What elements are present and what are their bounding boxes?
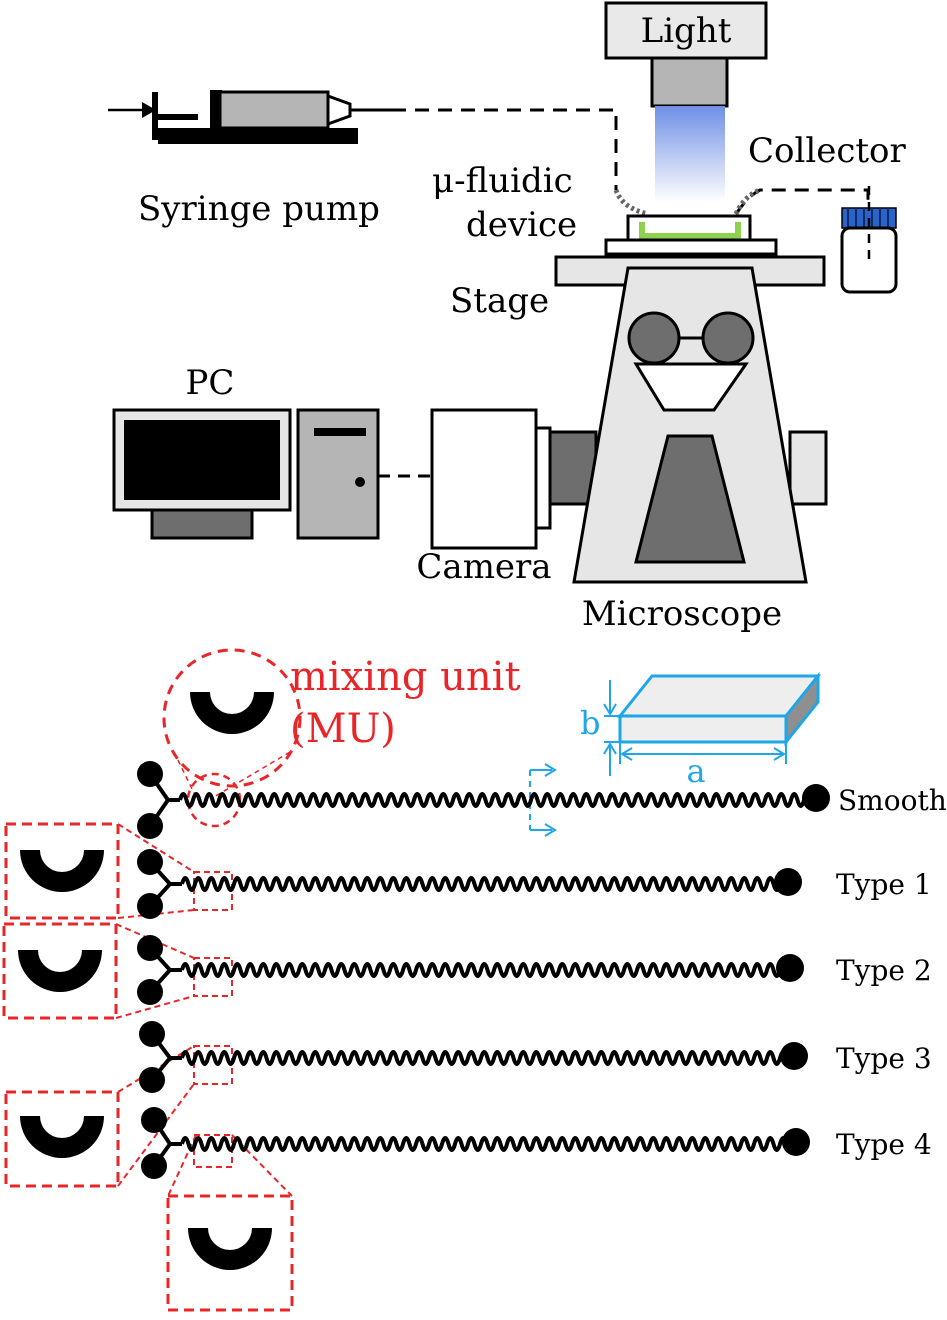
- light-source: [604, 1, 768, 202]
- collector-vial: [840, 186, 898, 294]
- microscope: [542, 266, 828, 584]
- dimension-b-label: b: [580, 704, 600, 742]
- mixing-unit-label-line2: (MU): [290, 706, 396, 752]
- inlet-tubing: [392, 108, 618, 190]
- inlet-port: [137, 761, 163, 787]
- channel-label: Type 2: [836, 954, 932, 987]
- outlet-port: [802, 784, 830, 812]
- microfluidic-label-line1: μ-fluidic: [432, 161, 573, 201]
- serpentine-channel: [178, 792, 813, 808]
- outlet-port: [774, 868, 802, 896]
- collector-label: Collector: [748, 131, 907, 171]
- channel-type2: Type 2: [137, 935, 932, 1005]
- serpentine-channel: [180, 962, 786, 978]
- outlet-port: [776, 954, 804, 982]
- microscope-label: Microscope: [582, 594, 782, 634]
- camera-label: Camera: [416, 547, 551, 587]
- inlet-port: [137, 813, 163, 839]
- type2-inset: [2, 922, 233, 1020]
- syringe-pump: [108, 90, 392, 144]
- channel-label: Type 3: [836, 1042, 932, 1075]
- microfluidic-device: [604, 214, 778, 256]
- outlet-port: [782, 1128, 810, 1156]
- outlet-port: [780, 1042, 808, 1070]
- serpentine-channel: [180, 1050, 790, 1066]
- stage-label: Stage: [450, 281, 549, 321]
- light-label: Light: [641, 11, 732, 51]
- type1-inset: [4, 822, 233, 920]
- mixing-unit-label-line1: mixing unit: [290, 654, 521, 700]
- inlet-port: [139, 1021, 165, 1047]
- channel-label: Type 4: [836, 1128, 932, 1161]
- light-beam: [655, 106, 725, 202]
- inlet-port: [137, 935, 163, 961]
- pc-label: PC: [186, 363, 235, 403]
- channel-type3: Type 3: [139, 1021, 932, 1093]
- dimension-a-label: a: [686, 752, 705, 790]
- inlet-port: [141, 1153, 167, 1179]
- serpentine-channel: [180, 876, 784, 892]
- channel-label: Type 1: [836, 868, 932, 901]
- microfluidic-label-line2: device: [466, 205, 577, 245]
- channel-label: Smooth: [838, 784, 947, 817]
- inlet-port: [137, 849, 163, 875]
- channel-smooth: Smooth: [137, 761, 947, 839]
- inlet-port: [137, 979, 163, 1005]
- inlet-port: [139, 1067, 165, 1093]
- inlet-port: [137, 893, 163, 919]
- pc: [112, 408, 380, 540]
- channel-type1: Type 1: [137, 849, 932, 919]
- channel-type4: Type 4: [141, 1107, 932, 1179]
- serpentine-channel: [180, 1136, 792, 1152]
- type4-inset: [166, 1134, 294, 1312]
- cross-section-block: [529, 671, 822, 837]
- syringe-pump-label: Syringe pump: [138, 189, 380, 229]
- outlet-tubing: [734, 188, 870, 215]
- inlet-port: [141, 1107, 167, 1133]
- type3-inset: [4, 1045, 233, 1188]
- camera: [430, 408, 552, 550]
